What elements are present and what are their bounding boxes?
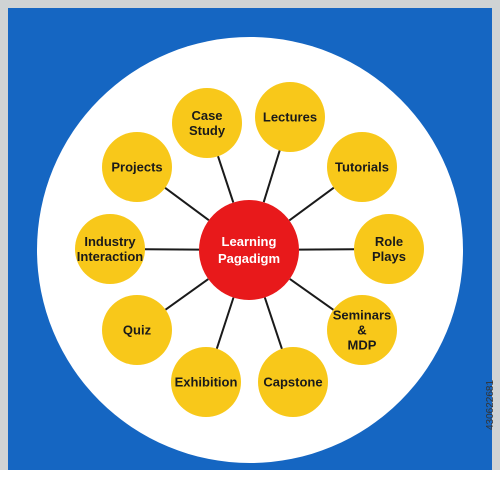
- connector-exhibition: [215, 297, 235, 350]
- node-label-quiz: Quiz: [123, 323, 152, 338]
- node-circle-quiz: [102, 295, 172, 365]
- node-lectures: Lectures: [255, 82, 325, 152]
- node-circle-role-plays: [354, 214, 424, 284]
- node-tutorials: Tutorials: [327, 132, 397, 202]
- node-circle-capstone: [258, 347, 328, 417]
- footer-strip: [0, 470, 500, 500]
- node-circle-lectures: [255, 82, 325, 152]
- node-capstone: Capstone: [258, 347, 328, 417]
- node-exhibition: Exhibition: [171, 347, 241, 417]
- node-circle-seminars-mdp: [327, 295, 397, 365]
- connector-seminars-mdp: [289, 278, 334, 311]
- center-circle: [199, 200, 299, 300]
- node-label-projects: Projects: [111, 160, 162, 175]
- stock-id-text: 430622681: [485, 380, 496, 430]
- connector-lectures: [262, 150, 281, 203]
- node-circle-exhibition: [171, 347, 241, 417]
- node-seminars-mdp: Seminars&MDP: [327, 295, 397, 365]
- node-quiz: Quiz: [102, 295, 172, 365]
- connector-lines: [144, 150, 355, 350]
- node-circle-case-study: [172, 88, 242, 158]
- node-circle-industry-interaction: [75, 214, 145, 284]
- node-label-capstone: Capstone: [263, 375, 322, 390]
- node-label-lectures: Lectures: [263, 110, 317, 125]
- connector-case-study: [217, 155, 235, 203]
- node-label-tutorials: Tutorials: [335, 160, 389, 175]
- node-projects: Projects: [102, 132, 172, 202]
- node-circle-tutorials: [327, 132, 397, 202]
- connector-projects: [164, 186, 210, 222]
- connector-tutorials: [288, 186, 335, 222]
- connector-capstone: [263, 297, 283, 350]
- node-label-exhibition: Exhibition: [175, 375, 238, 390]
- connector-quiz: [164, 278, 209, 311]
- node-label-seminars-mdp: Seminars&MDP: [333, 308, 392, 353]
- node-circle-projects: [102, 132, 172, 202]
